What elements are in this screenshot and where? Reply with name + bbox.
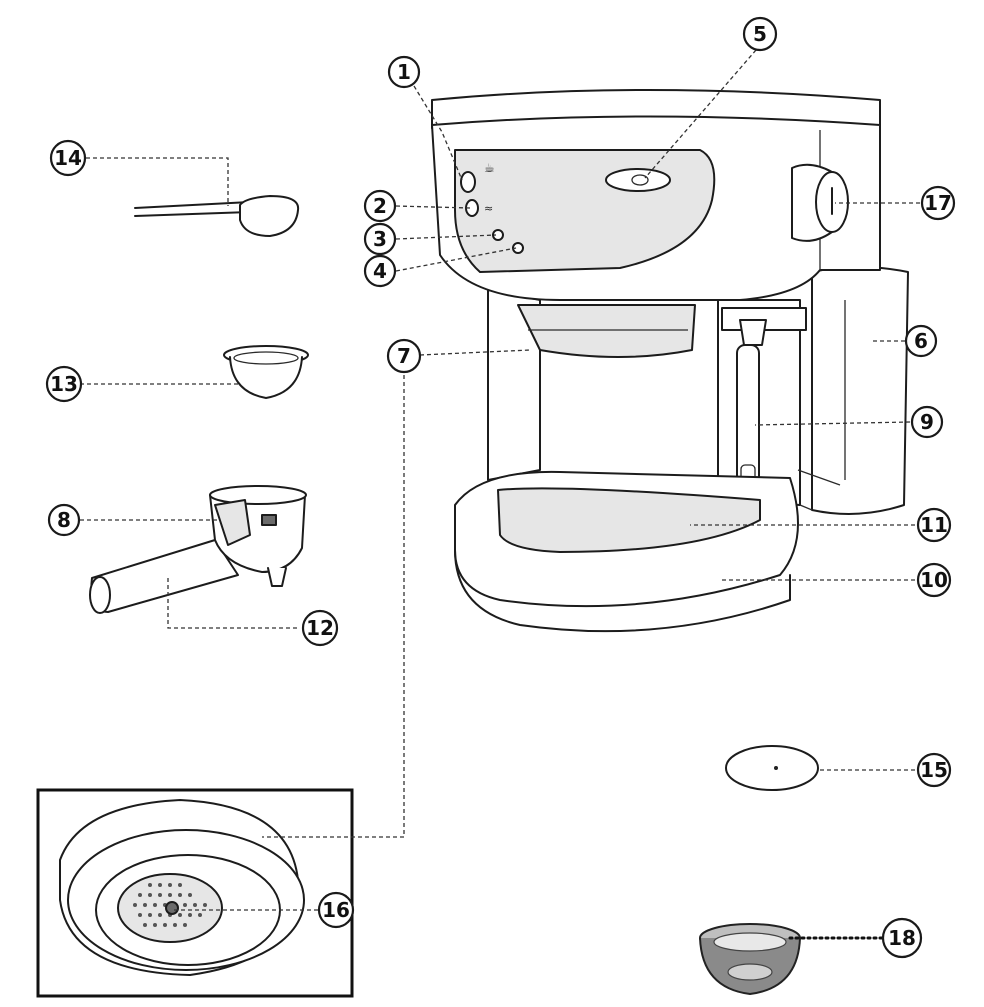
svg-text:18: 18 [888, 926, 916, 950]
svg-text:13: 13 [50, 372, 78, 396]
callout-2: 2 [363, 189, 397, 223]
drip-tray-grid [497, 487, 761, 553]
leader-1 [413, 85, 463, 181]
leader-4 [395, 247, 517, 272]
selector-knob-center [631, 174, 649, 186]
water-tank [811, 266, 909, 515]
svg-text:2: 2 [373, 194, 387, 218]
svg-text:11: 11 [920, 513, 948, 537]
callout-13: 13 [45, 365, 83, 403]
callout-labels: 1 2 3 4 5 6 7 8 9 10 11 12 13 14 15 16 1… [45, 16, 956, 959]
shower-screen-screw [165, 901, 179, 915]
coffee-button[interactable] [460, 171, 476, 193]
callout-7: 7 [386, 338, 422, 374]
callout-9: 9 [910, 405, 944, 439]
filter-holder-handle [90, 539, 239, 613]
callout-5: 5 [742, 16, 778, 52]
leader-7b [262, 375, 405, 838]
power-indicator-light [492, 229, 504, 241]
svg-text:4: 4 [373, 259, 387, 283]
callout-1: 1 [387, 55, 421, 89]
leader-12 [167, 578, 300, 629]
leader-lines [80, 49, 920, 940]
filter-holder-rim [209, 485, 307, 505]
callout-11: 11 [916, 507, 952, 543]
leader-5 [644, 49, 757, 179]
filter-basket [699, 923, 801, 996]
svg-text:8: 8 [57, 508, 71, 532]
steam-nozzle-joint [739, 319, 767, 346]
svg-text:3: 3 [373, 227, 387, 251]
small-filter [223, 345, 309, 399]
spoon-bowl [239, 195, 300, 237]
espresso-machine: ☕ ≈ [431, 89, 909, 633]
filter-disk [725, 745, 819, 791]
svg-text:12: 12 [306, 616, 334, 640]
brewing-head-detail-inset [36, 788, 354, 998]
callout-14: 14 [49, 139, 87, 177]
callout-12: 12 [301, 609, 339, 647]
filter-holder-clip [214, 499, 251, 546]
callout-16: 16 [317, 891, 355, 929]
brewing-head [517, 304, 696, 358]
callout-4: 4 [363, 254, 397, 288]
leader-9 [754, 421, 911, 426]
filter-disk-center [774, 766, 778, 770]
callout-18: 18 [881, 917, 923, 959]
svg-text:10: 10 [920, 568, 948, 592]
svg-text:14: 14 [54, 146, 82, 170]
measuring-spoon [134, 195, 300, 237]
svg-text:16: 16 [322, 898, 350, 922]
callout-10: 10 [916, 562, 952, 598]
svg-text:15: 15 [920, 758, 948, 782]
cup-symbol-icon: ☕ [484, 161, 495, 175]
leader-14 [86, 157, 229, 206]
spoon-handle [134, 201, 251, 217]
steam-symbol-icon: ≈ [484, 202, 493, 215]
filter-holder-latch [261, 514, 277, 526]
drip-tray-base [454, 549, 791, 633]
svg-text:17: 17 [924, 191, 952, 215]
callout-17: 17 [920, 185, 956, 221]
filter-holder-spout [267, 567, 287, 587]
callout-3: 3 [363, 222, 397, 256]
steam-nozzle [736, 344, 760, 486]
water-tank-level-mark [797, 469, 841, 486]
leader-3 [395, 234, 497, 240]
svg-text:5: 5 [753, 22, 767, 46]
leader-2 [395, 205, 471, 209]
leader-7a [419, 349, 531, 356]
callout-6: 6 [904, 324, 938, 358]
callout-8: 8 [47, 503, 81, 537]
svg-text:1: 1 [397, 60, 411, 84]
svg-text:6: 6 [914, 329, 928, 353]
svg-text:9: 9 [920, 410, 934, 434]
handle-end [89, 576, 111, 614]
callout-15: 15 [916, 752, 952, 788]
selector-knob[interactable] [605, 168, 671, 192]
filter-holder [89, 485, 307, 614]
svg-text:7: 7 [397, 344, 411, 368]
